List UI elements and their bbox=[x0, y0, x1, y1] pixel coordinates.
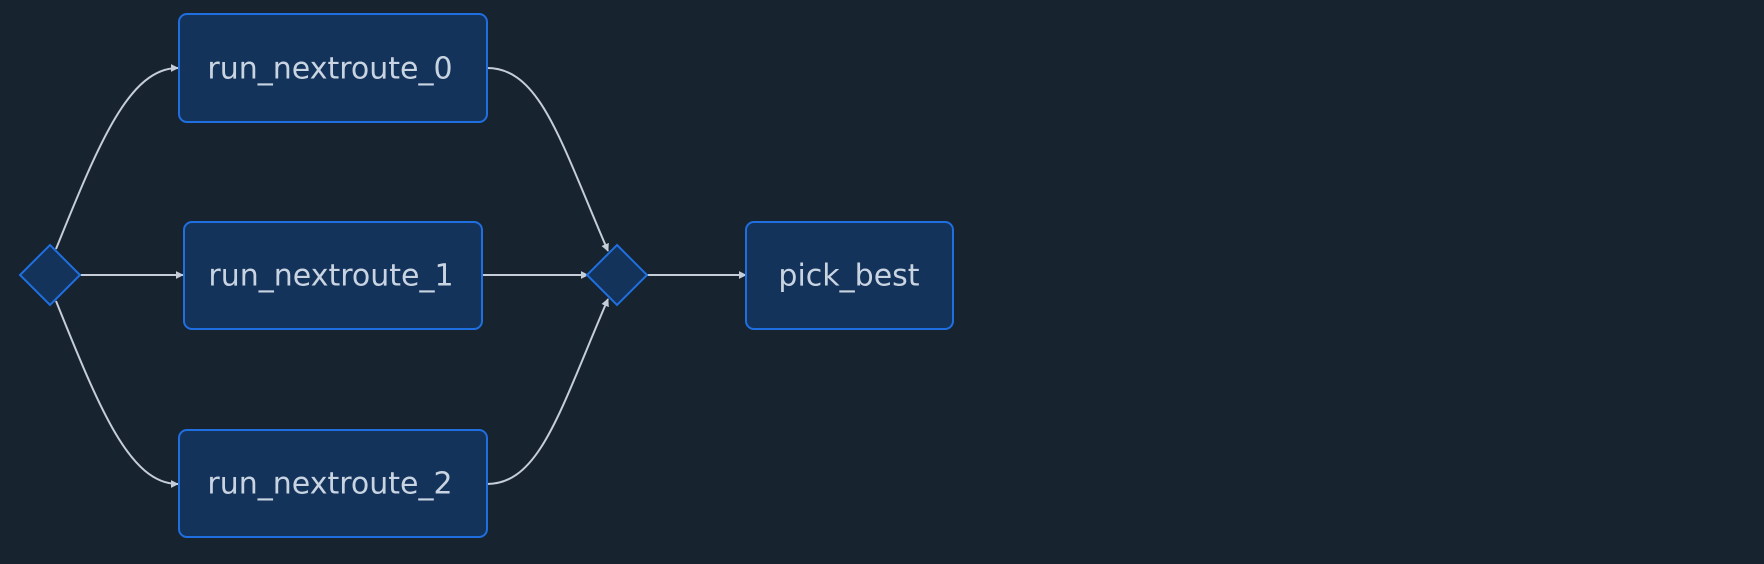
node-box bbox=[745, 221, 954, 330]
node-run-nextroute-2[interactable]: run_nextroute_2 bbox=[178, 429, 488, 538]
node-box bbox=[178, 13, 488, 123]
node-label: run_nextroute_1 bbox=[208, 259, 453, 294]
edge-run-nextroute-0-to-join bbox=[486, 67, 609, 252]
node-label: run_nextroute_2 bbox=[207, 467, 452, 502]
node-pick-best[interactable]: pick_best bbox=[745, 221, 954, 330]
edge-run-nextroute-2-to-join bbox=[486, 298, 609, 485]
node-box bbox=[183, 221, 483, 330]
node-run-nextroute-1[interactable]: run_nextroute_1 bbox=[183, 221, 483, 330]
edges bbox=[55, 64, 747, 488]
edge-fork-to-run-nextroute-0 bbox=[55, 64, 179, 250]
fork-diamond-icon bbox=[18, 243, 82, 307]
join-node[interactable] bbox=[585, 243, 649, 307]
join-diamond-icon bbox=[585, 243, 649, 307]
node-box bbox=[178, 429, 488, 538]
node-run-nextroute-0[interactable]: run_nextroute_0 bbox=[178, 13, 488, 123]
node-label: run_nextroute_0 bbox=[207, 52, 452, 87]
fork-node[interactable] bbox=[18, 243, 82, 307]
node-label: pick_best bbox=[778, 259, 919, 294]
edge-fork-to-run-nextroute-2 bbox=[55, 300, 179, 488]
